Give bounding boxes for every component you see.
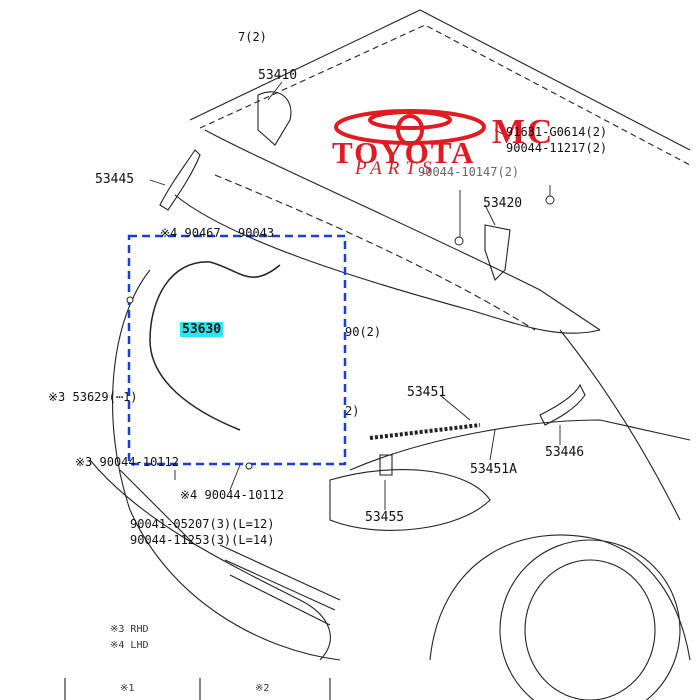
legend-table <box>64 678 331 700</box>
hinge-53410 <box>257 91 292 146</box>
grille-2 <box>219 544 341 626</box>
bolt-marker <box>545 195 555 205</box>
label-53420: 53420 <box>483 196 523 211</box>
front-grille-1 <box>119 469 196 546</box>
headlight <box>329 469 491 531</box>
legend-col-2: ※2 <box>255 683 270 694</box>
windshield-outline <box>189 9 691 151</box>
hood-stay <box>369 423 481 440</box>
wheel-arch <box>429 534 691 661</box>
legend-col-1: ※1 <box>120 683 135 694</box>
seal-53445 <box>159 149 201 211</box>
toyota-emblem-icon <box>334 109 486 146</box>
label-53446: 53446 <box>545 445 585 460</box>
fender-line <box>112 269 341 661</box>
label-90044-11217: 90044-11217(2) <box>506 141 608 155</box>
legend-lhd: ※4 LHD <box>110 640 149 651</box>
legend-rhd: ※3 RHD <box>110 624 149 635</box>
label-53455: 53455 <box>365 510 405 525</box>
label-90041: 90041-05207(3)(L=12) <box>130 517 275 531</box>
label-90467: ※4 90467 <box>160 226 221 240</box>
label-53629: ※3 53629(⋯1) <box>48 390 138 404</box>
leader-lines <box>149 81 561 510</box>
label-53445: 53445 <box>95 172 135 187</box>
clip-53455 <box>379 454 393 476</box>
bumper-line <box>89 459 331 661</box>
hood-panel <box>174 194 601 334</box>
label-90044-11253: 90044-11253(3)(L=14) <box>130 533 275 547</box>
label-53630: 53630 <box>180 322 224 337</box>
bolt-marker <box>126 296 134 304</box>
insulator-53446 <box>539 383 586 426</box>
label-90044-10112-a: ※3 90044-10112 <box>75 455 179 469</box>
latch-53420 <box>484 224 511 282</box>
label-qty-90-2: 90(2) <box>345 325 382 339</box>
label-90044-10112-b: ※4 90044-10112 <box>180 488 284 502</box>
highlight-frame <box>127 234 347 466</box>
windshield-inner <box>199 24 691 166</box>
logo-mc: MC <box>492 112 555 151</box>
label-90044-10147: 90044-10147(2) <box>418 165 520 179</box>
wheel-outer <box>499 539 681 700</box>
label-53451: 53451 <box>407 385 447 400</box>
body-right <box>559 329 681 521</box>
label-53451a: 53451A <box>470 462 517 477</box>
wheel-inner <box>524 559 656 700</box>
bolt-marker <box>454 236 464 246</box>
hood-seam <box>214 174 536 331</box>
label-53630-text: 53630 <box>180 322 224 337</box>
label-91631: 91631-G0614(2) <box>506 125 608 139</box>
hood-edge <box>204 129 601 331</box>
label-top-qty: 7(2) <box>238 30 267 44</box>
label-90043: 90043 <box>238 226 275 240</box>
label-qty-2: 2) <box>345 404 360 418</box>
cable-53630 <box>149 261 281 431</box>
bolt-marker <box>245 462 253 470</box>
label-53410: 53410 <box>258 68 298 83</box>
logo-parts: PARTS <box>355 158 438 179</box>
logo-toyota: TOYOTA <box>332 135 476 170</box>
